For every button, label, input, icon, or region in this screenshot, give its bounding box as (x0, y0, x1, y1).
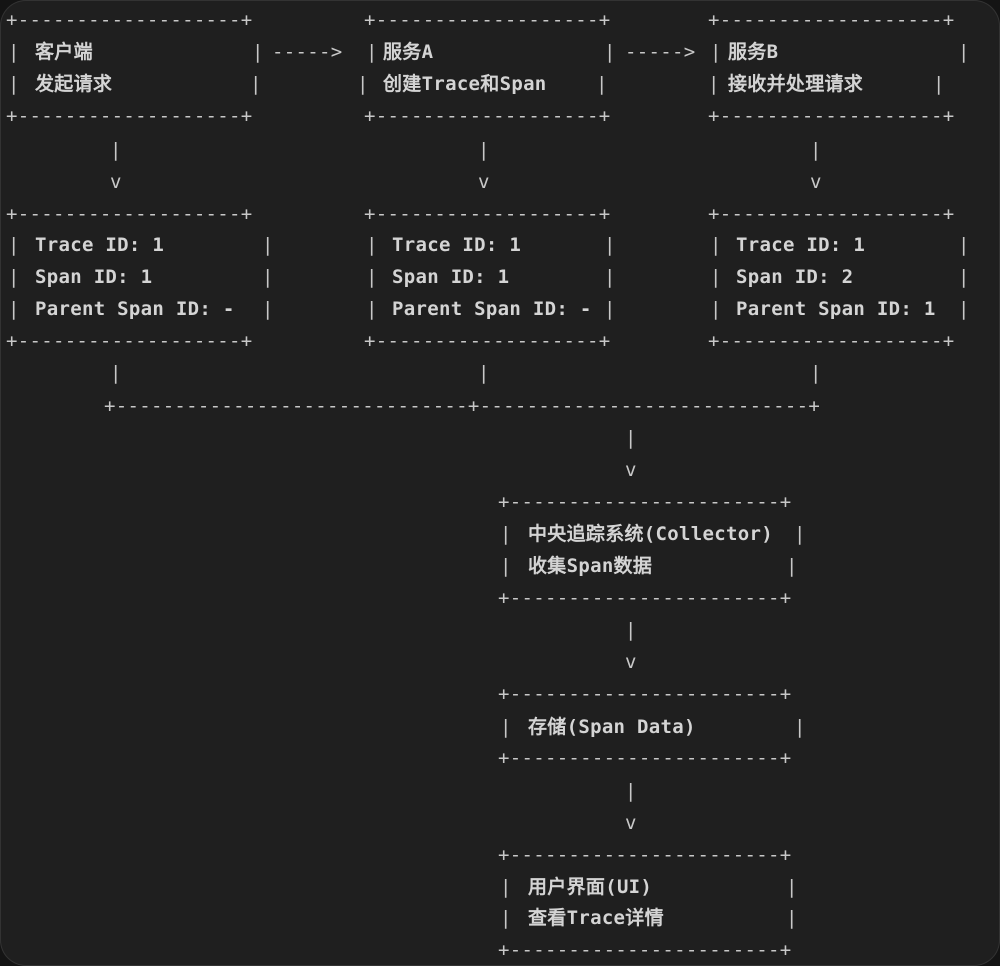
span-box-left-pipe: | (366, 234, 378, 256)
span-trace-id: Trace ID: 1 (392, 234, 522, 256)
service-a-box-right-pipe: | (596, 73, 608, 95)
span-box-left-pipe: | (710, 298, 722, 320)
down-connector-pipe: | (625, 619, 637, 641)
down-arrow-icon: v (110, 171, 122, 193)
ui-box-bottom: +-----------------------+ (498, 939, 792, 961)
service-a-box-bottom: +-------------------+ (364, 105, 611, 127)
service-a-box-title: 服务A (383, 41, 434, 63)
span-trace-id: Trace ID: 1 (736, 234, 866, 256)
client-box-left-pipe: | (8, 41, 20, 63)
client-box-top: +-------------------+ (6, 9, 253, 31)
span-span-id: Span ID: 2 (736, 266, 854, 288)
service-b-box-top: +-------------------+ (708, 9, 955, 31)
span-box-left-pipe: | (710, 266, 722, 288)
collector-box-top: +-----------------------+ (498, 491, 792, 513)
storage-box-right-pipe: | (794, 716, 806, 738)
down-connector-pipe: | (110, 139, 122, 161)
ui-box-right-pipe: | (786, 876, 798, 898)
span-box-right-pipe: | (262, 266, 274, 288)
ui-box-right-pipe: | (786, 907, 798, 929)
collector-title: 中央追踪系统(Collector) (528, 523, 773, 545)
span-box-top: +-------------------+ (6, 203, 253, 225)
ui-title: 用户界面(UI) (528, 876, 653, 898)
merge-connector-pipe: | (478, 362, 490, 384)
span-box-right-pipe: | (958, 234, 970, 256)
span-trace-id: Trace ID: 1 (35, 234, 165, 256)
service-a-box-left-pipe: | (366, 41, 378, 63)
span-span-id: Span ID: 1 (392, 266, 510, 288)
span-box-right-pipe: | (604, 298, 616, 320)
ui-box-left-pipe: | (500, 876, 512, 898)
span-box-left-pipe: | (8, 266, 20, 288)
down-arrow-icon: v (625, 459, 637, 481)
service-b-box-bottom: +-------------------+ (708, 105, 955, 127)
ui-box-left-pipe: | (500, 907, 512, 929)
span-box-bottom: +-------------------+ (708, 330, 955, 352)
span-box-left-pipe: | (710, 234, 722, 256)
span-parent-span-id: Parent Span ID: - (35, 298, 235, 320)
client-box-bottom: +-------------------+ (6, 105, 253, 127)
span-box-right-pipe: | (604, 234, 616, 256)
arrow-service-a-to-service-b: -----> (625, 41, 696, 63)
collector-box-right-pipe: | (794, 523, 806, 545)
down-arrow-icon: v (810, 171, 822, 193)
service-b-box-right-pipe: | (933, 73, 945, 95)
merge-connector-pipe: | (810, 362, 822, 384)
collector-box-left-pipe: | (500, 523, 512, 545)
span-box-left-pipe: | (366, 266, 378, 288)
service-b-box-subtitle: 接收并处理请求 (728, 73, 864, 95)
merge-connector-pipe: | (110, 362, 122, 384)
arrow-client-to-service-a: -----> (272, 41, 343, 63)
span-box-left-pipe: | (366, 298, 378, 320)
ui-box-top: +-----------------------+ (498, 844, 792, 866)
storage-title: 存储(Span Data) (528, 716, 696, 738)
client-box-right-pipe: | (252, 41, 264, 63)
down-connector-pipe: | (478, 139, 490, 161)
span-box-right-pipe: | (958, 266, 970, 288)
collector-subtitle: 收集Span数据 (528, 555, 653, 577)
span-box-top: +-------------------+ (708, 203, 955, 225)
service-b-box-title: 服务B (728, 41, 779, 63)
collector-box-left-pipe: | (500, 555, 512, 577)
down-arrow-icon: v (625, 651, 637, 673)
span-parent-span-id: Parent Span ID: 1 (736, 298, 936, 320)
down-arrow-icon: v (625, 812, 637, 834)
service-b-box-right-pipe: | (958, 41, 970, 63)
span-box-top: +-------------------+ (364, 203, 611, 225)
client-box-left-pipe: | (8, 73, 20, 95)
service-b-box-left-pipe: | (708, 73, 720, 95)
down-connector-pipe: | (625, 427, 637, 449)
down-connector-pipe: | (625, 780, 637, 802)
client-box-subtitle: 发起请求 (35, 73, 113, 95)
span-box-bottom: +-------------------+ (364, 330, 611, 352)
service-a-box-left-pipe: | (357, 73, 369, 95)
storage-box-left-pipe: | (500, 716, 512, 738)
service-b-box-left-pipe: | (710, 41, 722, 63)
span-box-right-pipe: | (958, 298, 970, 320)
down-connector-pipe: | (810, 139, 822, 161)
span-box-right-pipe: | (262, 298, 274, 320)
span-box-bottom: +-------------------+ (6, 330, 253, 352)
client-box-title: 客户端 (35, 41, 93, 63)
span-box-right-pipe: | (262, 234, 274, 256)
collector-box-right-pipe: | (786, 555, 798, 577)
collector-box-bottom: +-----------------------+ (498, 587, 792, 609)
client-box-right-pipe: | (250, 73, 262, 95)
service-a-box-top: +-------------------+ (364, 9, 611, 31)
ui-subtitle: 查看Trace详情 (528, 907, 664, 929)
span-box-right-pipe: | (604, 266, 616, 288)
span-box-left-pipe: | (8, 234, 20, 256)
merge-connector-line: +------------------------------+--------… (104, 395, 821, 417)
service-a-box-right-pipe: | (604, 41, 616, 63)
storage-box-top: +-----------------------+ (498, 683, 792, 705)
service-a-box-subtitle: 创建Trace和Span (383, 73, 547, 95)
span-span-id: Span ID: 1 (35, 266, 153, 288)
storage-box-bottom: +-----------------------+ (498, 747, 792, 769)
down-arrow-icon: v (478, 171, 490, 193)
span-box-left-pipe: | (8, 298, 20, 320)
span-parent-span-id: Parent Span ID: - (392, 298, 592, 320)
